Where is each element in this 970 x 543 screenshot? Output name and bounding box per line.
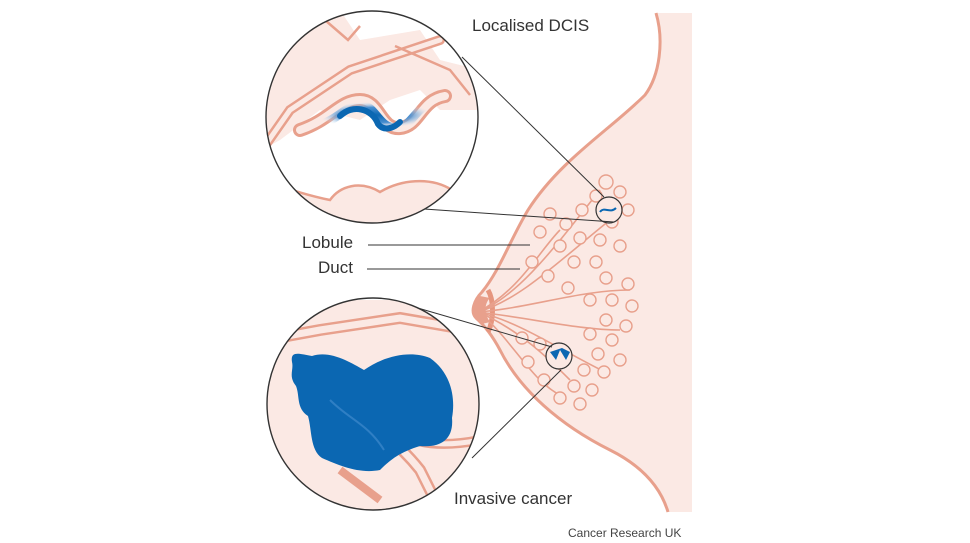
tumour — [291, 353, 454, 472]
invasive-magnifier-circle — [266, 297, 480, 511]
lobule-cluster — [515, 174, 639, 411]
invasive-marker — [550, 348, 570, 360]
magnifier-leader-lines — [403, 56, 615, 459]
localised-dcis-label: Localised DCIS — [472, 16, 590, 35]
credit-text: Cancer Research UK — [568, 526, 682, 540]
dcis-magnifier-circle — [265, 10, 479, 224]
lobule-label: Lobule — [302, 233, 354, 252]
breast-outline — [473, 13, 692, 512]
dcis-marker — [599, 207, 617, 213]
invasive-marker-circle — [545, 342, 573, 370]
duct-label: Duct — [318, 258, 353, 277]
invasive-cancer-label: Invasive cancer — [454, 489, 573, 508]
